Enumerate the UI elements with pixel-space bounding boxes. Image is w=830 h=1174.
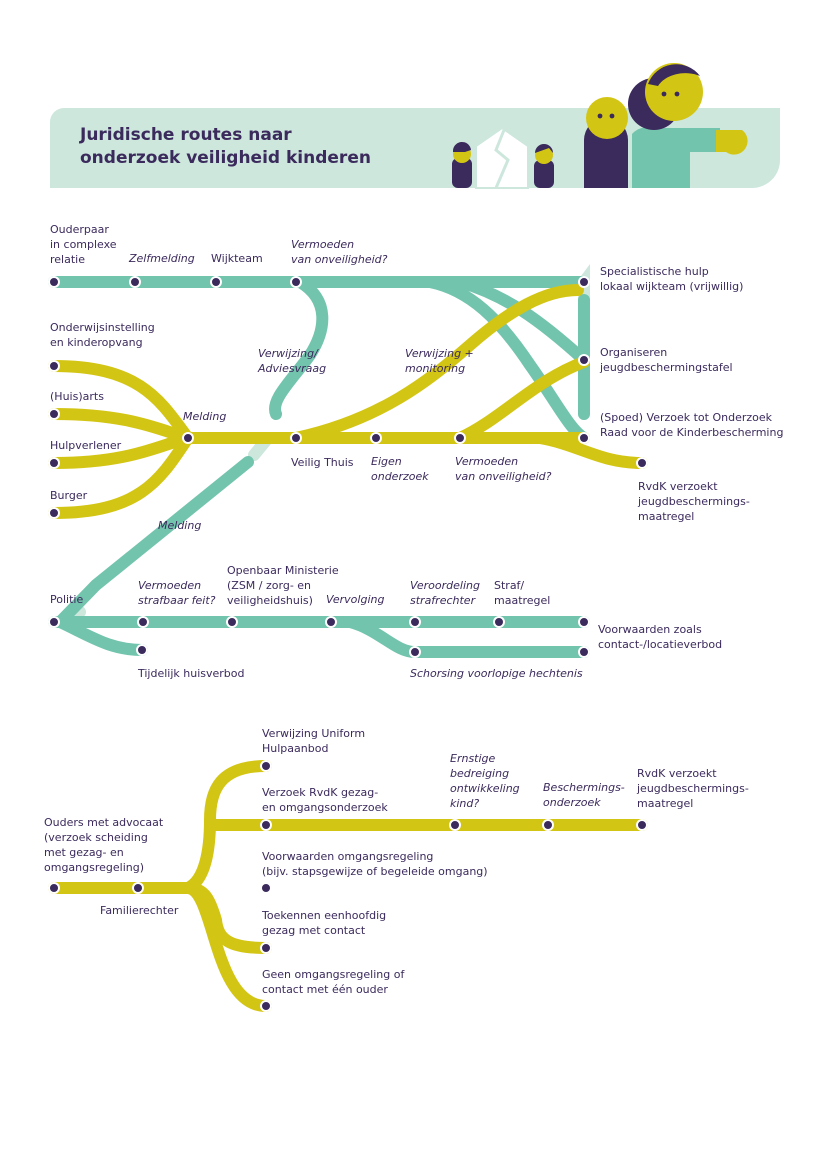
label-veilig-thuis: Veilig Thuis — [291, 456, 354, 469]
station-wijkteam — [210, 276, 222, 288]
label-huisverbod: Tijdelijk huisverbod — [138, 667, 245, 680]
station-vervolging — [325, 616, 337, 628]
label-straf: Straf/maatregel — [494, 579, 551, 607]
station-ouders — [48, 882, 60, 894]
station-schorsing-end — [578, 646, 590, 658]
station-om — [226, 616, 238, 628]
station-zelfmelding — [129, 276, 141, 288]
label-verwijzing-advies: Verwijzing/Adviesvraag — [258, 347, 327, 375]
label-vervolging: Vervolging — [326, 593, 385, 606]
station-huisverbod — [136, 644, 148, 656]
person-icon — [534, 144, 554, 188]
station-straf — [493, 616, 505, 628]
station-beschermings — [542, 819, 554, 831]
station-hulpverlener — [48, 457, 60, 469]
label-politie: Politie — [50, 593, 84, 606]
label-beschermings: Beschermings-onderzoek — [543, 781, 625, 809]
station-politie — [48, 616, 60, 628]
station-veilig-thuis — [290, 432, 302, 444]
station-specialistische — [578, 276, 590, 288]
label-familierechter: Familierechter — [100, 904, 179, 917]
station-melding — [182, 432, 194, 444]
station-uniform — [260, 760, 272, 772]
station-spoed — [578, 432, 590, 444]
family-illustration-icon — [452, 63, 748, 189]
station-rvdk1 — [636, 457, 648, 469]
station-toekennen — [260, 942, 272, 954]
station-geen-omgang — [260, 1000, 272, 1012]
station-strafbaar — [137, 616, 149, 628]
label-verwijzing-monitoring: Verwijzing +monitoring — [405, 347, 474, 375]
yellow-routes — [48, 284, 648, 1012]
label-wijkteam: Wijkteam — [211, 252, 263, 265]
label-zelfmelding: Zelfmelding — [129, 252, 195, 265]
label-melding2: Melding — [158, 519, 202, 532]
station-huisarts — [48, 408, 60, 420]
station-organiseren — [578, 354, 590, 366]
station-ouderpaar — [48, 276, 60, 288]
station-eigen-onderzoek — [370, 432, 382, 444]
station-familierechter — [132, 882, 144, 894]
label-huisarts: (Huis)arts — [50, 390, 104, 403]
station-schorsing-start — [409, 646, 421, 658]
label-verzoek-rvdk: Verzoek RvdK gezag-en omgangsonderzoek — [262, 786, 388, 814]
label-burger: Burger — [50, 489, 88, 502]
page-title: Juridische routes naar onderzoek veiligh… — [80, 125, 371, 168]
house-icon — [475, 126, 529, 189]
station-verzoek-rvdk — [260, 819, 272, 831]
label-hulpverlener: Hulpverlener — [50, 439, 122, 452]
label-melding1: Melding — [183, 410, 227, 423]
label-schorsing: Schorsing voorlopige hechtenis — [410, 667, 583, 680]
stations — [48, 276, 648, 1012]
station-voorwaarden — [578, 616, 590, 628]
station-burger — [48, 507, 60, 519]
station-ernstige — [449, 819, 461, 831]
station-vermoeden-top — [290, 276, 302, 288]
station-onderwijs — [48, 360, 60, 372]
station-voorwaarden-omgang — [260, 882, 272, 894]
station-vermoeden-mid — [454, 432, 466, 444]
station-veroordeling — [409, 616, 421, 628]
station-rvdk2 — [636, 819, 648, 831]
label-voorwaarden-omgang: Voorwaarden omgangsregeling(bijv. stapsg… — [262, 850, 488, 878]
